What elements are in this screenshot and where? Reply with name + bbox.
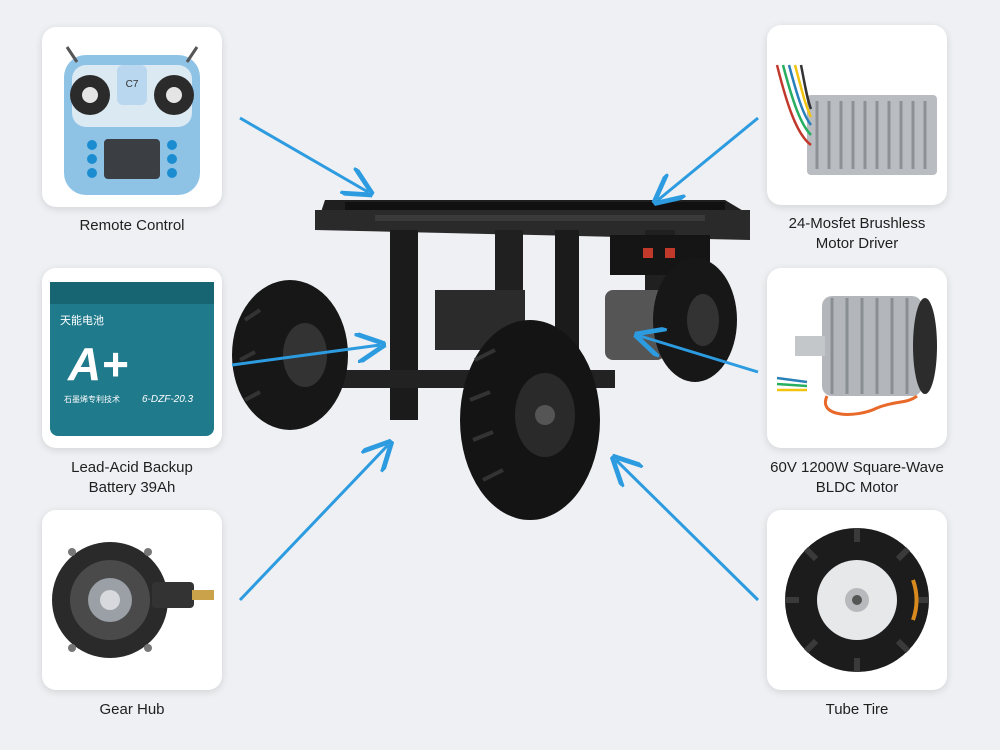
- remote-control-icon: C7: [64, 46, 200, 195]
- arrow-bldc-motor: [640, 336, 759, 374]
- bldc-motor-label: 60V 1200W Square-Wave BLDC Motor: [770, 459, 944, 496]
- arrow-remote-control: [239, 116, 368, 192]
- remote-control-label: Remote Control: [79, 217, 185, 234]
- bldc-motor-card: [767, 268, 947, 448]
- arrow-tube-tire: [616, 460, 760, 602]
- gear-hub-label: Gear Hub: [99, 701, 165, 718]
- motor-driver-label: 24-Mosfet Brushless Motor Driver: [788, 215, 926, 252]
- robot-chassis-image: [232, 200, 750, 520]
- battery-card: 天能电池 A+ 石墨烯专利技术 6-DZF-20.3: [42, 268, 222, 448]
- battery-label: Lead-Acid Backup Battery 39Ah: [71, 459, 193, 496]
- motor-driver-card: [767, 25, 947, 205]
- bldc-motor-icon: [776, 296, 937, 416]
- gear-hub-card: [42, 510, 222, 690]
- motor-driver-icon: [775, 64, 937, 175]
- tube-tire-card: [767, 510, 947, 690]
- remote-control-card: C7: [42, 27, 222, 207]
- arrow-gear-hub: [238, 445, 388, 602]
- svg-text:天能电池: 天能电池: [60, 313, 104, 327]
- svg-text:6-DZF-20.3: 6-DZF-20.3: [142, 394, 194, 405]
- arrow-battery: [231, 345, 380, 367]
- arrow-motor-driver: [658, 116, 759, 200]
- battery-icon: 天能电池 A+ 石墨烯专利技术 6-DZF-20.3: [50, 282, 214, 436]
- svg-text:A+: A+: [67, 338, 128, 390]
- tube-tire-label: Tube Tire: [825, 701, 889, 718]
- svg-text:石墨烯专利技术: 石墨烯专利技术: [64, 394, 120, 404]
- gear-hub-icon: [52, 542, 214, 658]
- svg-text:C7: C7: [126, 79, 139, 90]
- tire-icon: [785, 528, 929, 672]
